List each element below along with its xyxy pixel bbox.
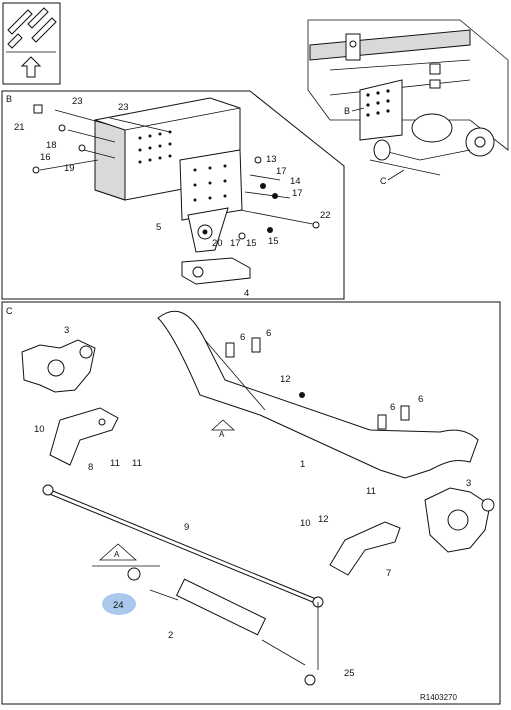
callout-c-1: 1 <box>300 459 305 470</box>
overview-bracket <box>345 33 403 141</box>
callout-b-23b: 23 <box>118 102 129 113</box>
up-arrow-icon[interactable] <box>20 56 42 78</box>
axle-studs <box>127 337 410 581</box>
tie-rod <box>42 484 324 608</box>
callout-b-17b: 17 <box>292 188 303 199</box>
callout-b-19: 19 <box>64 163 75 174</box>
view-marker-a-lower-label: A <box>114 550 120 559</box>
callout-c-6c: 6 <box>390 402 395 413</box>
detail-c-panel: C <box>1 301 501 705</box>
callout-b-23a: 23 <box>72 96 83 107</box>
overview-hub <box>369 113 495 176</box>
callout-b-14: 14 <box>290 176 301 187</box>
steering-knuckle-left <box>21 339 96 393</box>
detail-b-label: B <box>6 94 12 104</box>
callout-c-11b: 11 <box>132 458 142 469</box>
steering-knuckle-right <box>424 487 495 553</box>
callout-b-21: 21 <box>14 122 25 133</box>
callout-c-3b: 3 <box>466 478 471 489</box>
callout-c-10b: 10 <box>300 518 311 529</box>
callout-c-7: 7 <box>386 568 391 579</box>
callout-c-9: 9 <box>184 522 189 533</box>
callout-b-22: 22 <box>320 210 331 221</box>
vehicle-thumbnail-icon <box>6 7 57 53</box>
bolt-heads <box>32 104 320 240</box>
bolt-hole-grid <box>138 130 227 202</box>
spring-hanger <box>181 257 251 285</box>
steering-arm-right <box>329 521 401 576</box>
callout-c-11c: 11 <box>366 486 376 497</box>
callout-c-12a: 12 <box>280 374 291 385</box>
drag-link <box>149 578 319 686</box>
steering-arm-left <box>49 407 119 466</box>
callout-c-12b: 12 <box>318 514 329 525</box>
callout-c-3a: 3 <box>64 325 69 336</box>
callout-b-20: 20 <box>212 238 223 249</box>
overview-illustration: B C <box>307 19 509 186</box>
callout-c-24: 24 <box>113 600 124 611</box>
reference-code: R1403270 <box>420 693 457 702</box>
callout-b-16: 16 <box>40 152 51 163</box>
detail-c-label: C <box>6 306 13 316</box>
callout-b-15b: 15 <box>268 236 279 247</box>
view-marker-a-upper: A <box>210 419 236 439</box>
front-axle-beam <box>157 310 479 479</box>
spring-bracket <box>179 149 243 253</box>
overview-label-b: B <box>344 106 350 116</box>
callout-c-8: 8 <box>88 462 93 473</box>
callout-b-5: 5 <box>156 222 161 233</box>
callout-c-10a: 10 <box>34 424 45 435</box>
view-marker-a-upper-label: A <box>219 430 225 439</box>
detail-b-callouts: 21 23 23 18 16 19 13 17 14 17 5 20 17 15… <box>14 96 331 299</box>
view-marker-a-lower: A <box>92 543 160 567</box>
callout-b-18: 18 <box>46 140 57 151</box>
callout-c-11a: 11 <box>110 458 120 469</box>
detail-c-callouts: 3 6 6 12 6 6 10 8 11 11 1 3 11 12 10 9 7… <box>34 325 471 679</box>
callout-c-6a: 6 <box>240 332 245 343</box>
callout-24-highlight[interactable] <box>102 593 136 615</box>
callout-c-6b: 6 <box>266 328 271 339</box>
callout-b-13: 13 <box>266 154 277 165</box>
bolt-field <box>39 109 319 226</box>
callout-b-17c: 17 <box>230 238 241 249</box>
callout-b-17a: 17 <box>276 166 287 177</box>
detail-b-panel: B <box>1 90 345 300</box>
overview-label-c: C <box>380 176 387 186</box>
callout-b-15a: 15 <box>246 238 257 249</box>
callout-b-4: 4 <box>244 288 249 299</box>
callout-c-6d: 6 <box>418 394 423 405</box>
overview-icons <box>429 63 441 89</box>
nav-thumbnail-panel[interactable] <box>2 2 61 85</box>
highlight-marker <box>102 593 136 615</box>
callout-c-25: 25 <box>344 668 355 679</box>
callout-c-2: 2 <box>168 630 173 641</box>
